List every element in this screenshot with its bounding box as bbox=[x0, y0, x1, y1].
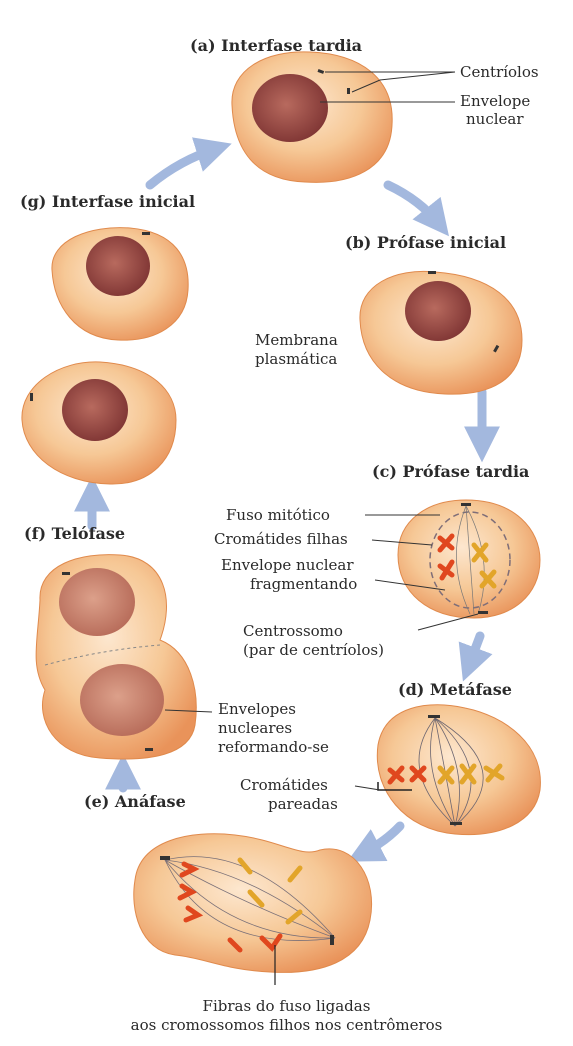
nucleus bbox=[405, 281, 471, 341]
arrow-c-to-d bbox=[468, 636, 480, 668]
label-cromatides-pareadas-1: Cromátides bbox=[240, 776, 328, 794]
stage-c-title: (c) Prófase tardia bbox=[372, 462, 529, 481]
label-cromatides-pareadas-2: pareadas bbox=[268, 795, 338, 813]
label-envelopes-reformando-2: nucleares bbox=[218, 719, 292, 737]
cell-g-interphase-early-2 bbox=[22, 362, 176, 484]
label-cromatides-filhas: Cromátides filhas bbox=[214, 530, 348, 548]
centriole bbox=[62, 572, 70, 575]
label-envelope-2: nuclear bbox=[466, 110, 524, 128]
centrosome bbox=[330, 935, 334, 945]
label-membrana-1: Membrana bbox=[255, 331, 338, 349]
cell-a-interphase-late bbox=[232, 52, 392, 183]
centriole bbox=[145, 748, 153, 751]
label-fuso-mitotico: Fuso mitótico bbox=[226, 506, 330, 524]
stage-a-title: (a) Interfase tardia bbox=[190, 36, 362, 55]
centrosome bbox=[478, 611, 488, 614]
stage-f-title: (f) Telófase bbox=[24, 524, 125, 543]
cell-e-anaphase bbox=[134, 834, 372, 985]
cell-b-prophase-early bbox=[360, 271, 522, 394]
stage-b-title: (b) Prófase inicial bbox=[345, 233, 506, 252]
centriole bbox=[30, 393, 33, 401]
label-centrossomo-1: Centrossomo bbox=[243, 622, 343, 640]
label-envelopes-reformando-3: reformando-se bbox=[218, 738, 329, 756]
centrosome bbox=[160, 856, 170, 860]
label-membrana-2: plasmática bbox=[255, 350, 337, 368]
centriole bbox=[142, 232, 150, 235]
nucleus bbox=[80, 664, 164, 736]
arrow-g-to-a bbox=[150, 148, 218, 185]
centrosome bbox=[428, 715, 440, 718]
cell-c-prophase-late bbox=[398, 500, 540, 618]
label-envelope-fragmentando-2: fragmentando bbox=[250, 575, 357, 593]
label-fibras-2: aos cromossomos filhos nos centrômeros bbox=[0, 1016, 573, 1034]
stage-d-title: (d) Metáfase bbox=[398, 680, 512, 699]
centriole bbox=[347, 88, 350, 94]
arrow-d-to-e bbox=[360, 826, 400, 855]
stage-e-title: (e) Anáfase bbox=[84, 792, 186, 811]
label-fibras-1: Fibras do fuso ligadas bbox=[0, 997, 573, 1015]
arrow-a-to-b bbox=[388, 185, 440, 225]
centriole bbox=[428, 271, 436, 274]
cell-f-telophase bbox=[36, 555, 196, 759]
nucleus bbox=[252, 74, 328, 142]
label-envelopes-reformando-1: Envelopes bbox=[218, 700, 296, 718]
nucleus bbox=[59, 568, 135, 636]
stage-g-title: (g) Interfase inicial bbox=[20, 192, 195, 211]
label-envelope-fragmentando-1: Envelope nuclear bbox=[221, 556, 354, 574]
cell-d-metaphase bbox=[377, 705, 540, 835]
cell-g-interphase-early-1 bbox=[52, 228, 188, 341]
centrosome bbox=[450, 822, 462, 825]
nucleus bbox=[86, 236, 150, 296]
label-centrossomo-2: (par de centríolos) bbox=[243, 641, 384, 659]
label-envelope-1: Envelope bbox=[460, 92, 530, 110]
label-centriolos: Centríolos bbox=[460, 63, 539, 81]
centrosome bbox=[461, 503, 471, 506]
nucleus bbox=[62, 379, 128, 441]
